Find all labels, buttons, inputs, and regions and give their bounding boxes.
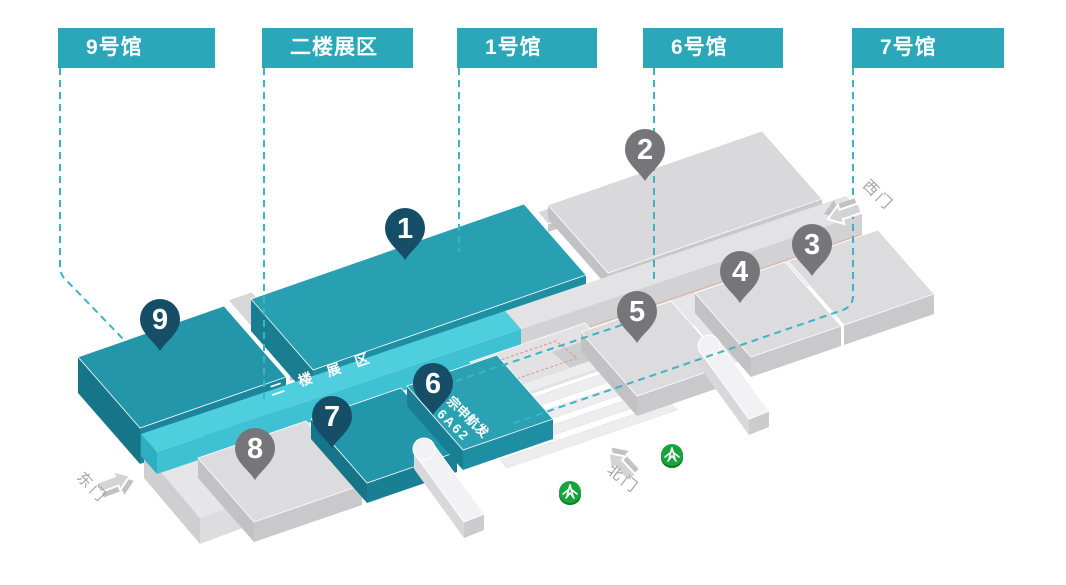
map-pin-hall-2[interactable]: 2 (625, 129, 665, 181)
north-gate: 北门 (604, 447, 642, 497)
west-gate-arrow (826, 202, 863, 226)
bridge-east (697, 334, 770, 435)
leader-hall9 (59, 68, 126, 342)
west-gate-label: 西门 (859, 177, 896, 214)
hall5-slab (580, 300, 728, 416)
metro-icon (559, 481, 581, 505)
north-gate-arrow (607, 451, 638, 483)
svg-text:5: 5 (629, 296, 645, 328)
map-pin-hall-9[interactable]: 9 (140, 299, 180, 351)
hall-label-6[interactable]: 6号馆 (643, 28, 783, 68)
svg-text:3: 3 (804, 229, 820, 261)
hall-label-floor2[interactable]: 二楼展区 (262, 28, 413, 68)
svg-text:9: 9 (152, 304, 168, 336)
map-pin-hall-1[interactable]: 1 (385, 208, 425, 260)
svg-text:2: 2 (637, 134, 653, 166)
leader-hall7 (507, 68, 854, 426)
svg-text:1: 1 (397, 213, 413, 245)
map-pin-hall-5[interactable]: 5 (617, 291, 657, 343)
map-pin-hall-3[interactable]: 3 (792, 224, 832, 276)
east-gate-label: 东门 (73, 469, 110, 507)
hall-label-1[interactable]: 1号馆 (457, 28, 597, 68)
map-pin-hall-7[interactable]: 7 (312, 396, 352, 448)
map-pin-hall-4[interactable]: 4 (720, 251, 760, 303)
east-gate-arrow (94, 470, 132, 494)
bridge-west (412, 437, 485, 538)
east-gate: 东门 (73, 469, 134, 507)
hall4-slab (694, 261, 842, 377)
hall-label-9[interactable]: 9号馆 (58, 28, 215, 68)
svg-text:6: 6 (425, 368, 441, 400)
svg-text:4: 4 (732, 256, 748, 288)
hall-label-7[interactable]: 7号馆 (852, 28, 1004, 68)
map-pin-hall-8[interactable]: 8 (235, 428, 275, 480)
map-pin-hall-6[interactable]: 6 (413, 363, 453, 415)
svg-text:7: 7 (324, 401, 340, 433)
metro-icon (661, 444, 683, 468)
svg-text:8: 8 (247, 433, 263, 465)
